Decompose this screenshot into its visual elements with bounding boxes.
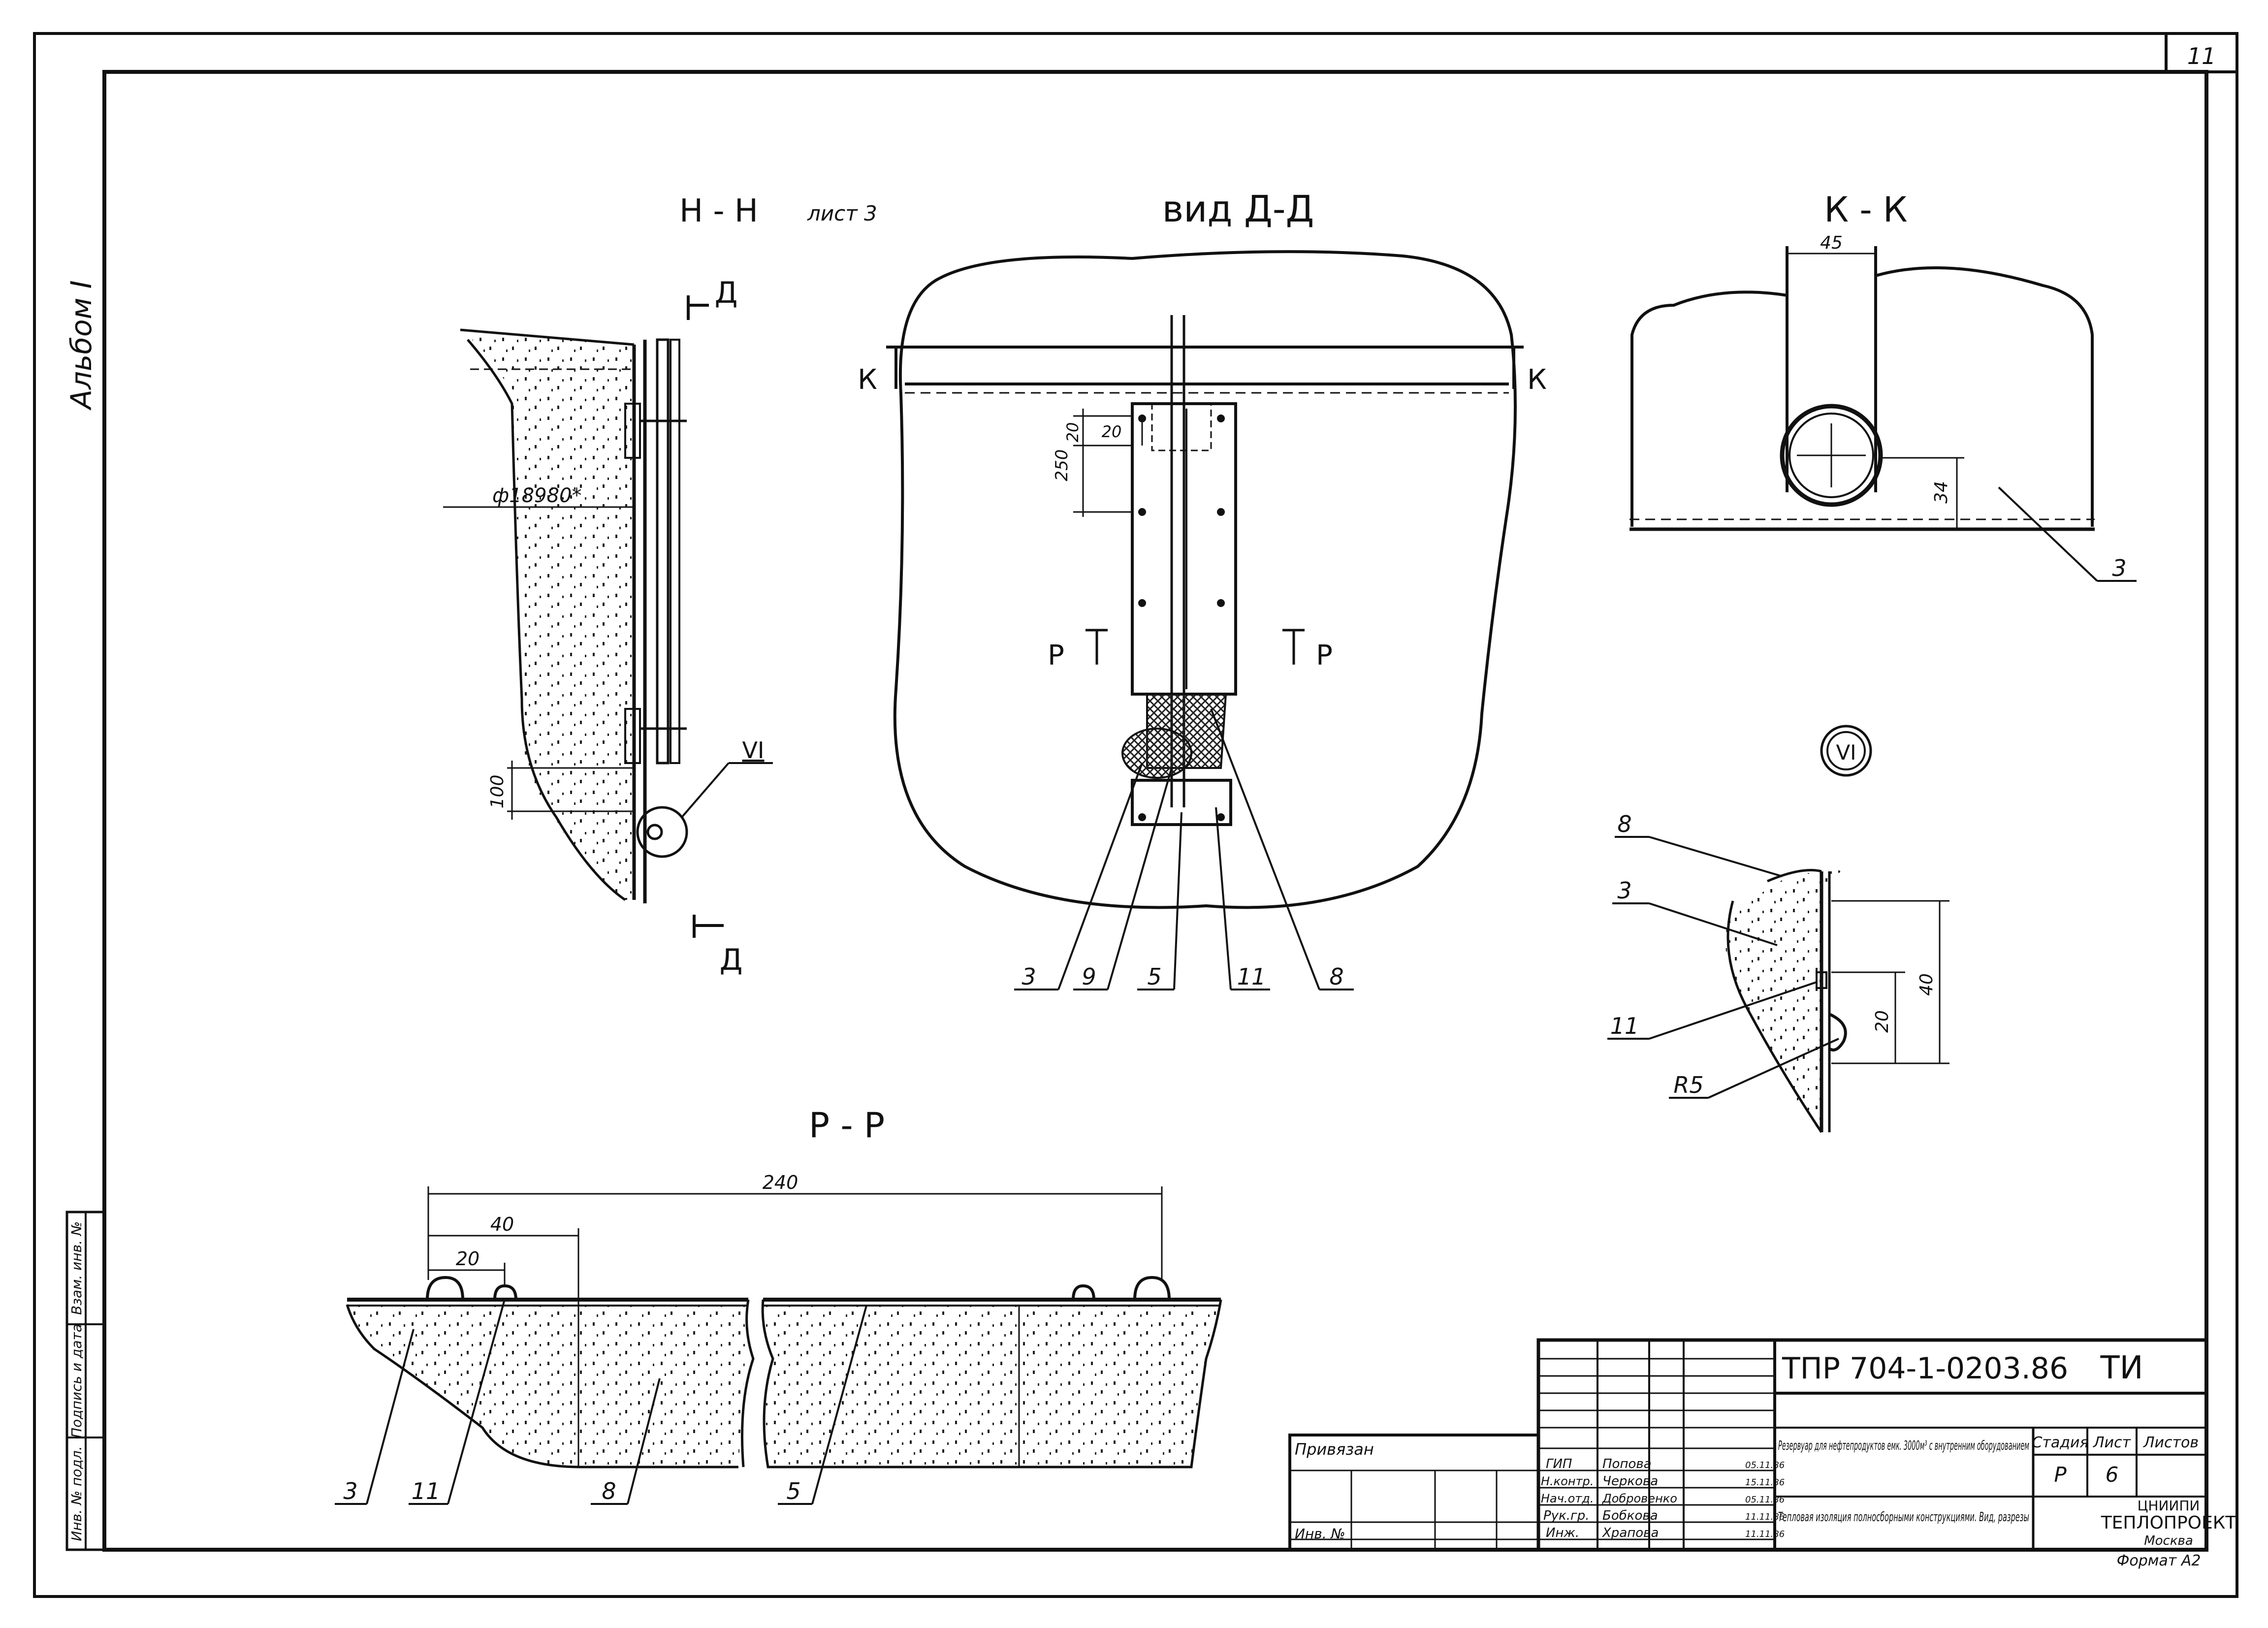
stamp-vzam: Взам. инв. № — [68, 1221, 85, 1315]
dd-sec-right: Р — [1316, 639, 1333, 671]
sheet-label: Лист — [2093, 1434, 2132, 1451]
signers-list: ГИП Попова 05.11.86 Н.контр. Черкова 15.… — [1541, 1457, 1785, 1540]
inv-label: Инв. № — [1295, 1526, 1345, 1542]
signer-role: Рук.гр. — [1543, 1508, 1589, 1523]
nn-cut-top: Д — [715, 276, 738, 310]
sheet-name: Тепловая изоляция полносборными конструк… — [1778, 1510, 2029, 1525]
pp-leader-11: 11 — [412, 1478, 441, 1504]
city: Москва — [2144, 1533, 2193, 1548]
format: Формат А2 — [2117, 1552, 2201, 1569]
pp-leader-8: 8 — [602, 1478, 616, 1504]
sheets-label: Листов — [2143, 1434, 2199, 1451]
vi-leader-3: 3 — [1617, 877, 1631, 904]
signer-name: Храпова — [1601, 1526, 1659, 1540]
signer-role: Нач.отд. — [1541, 1492, 1594, 1505]
pp-leader-5: 5 — [786, 1478, 800, 1504]
nn-cut-bottom: Д — [720, 943, 743, 977]
kk-leader-3: 3 — [2112, 555, 2126, 581]
signer-role: Н.контр. — [1541, 1474, 1594, 1488]
section-pp: Р - Р 240 40 20 3 11 — [335, 1105, 1222, 1505]
signer-date: 15.11.86 — [1745, 1477, 1785, 1488]
org2: ТЕПЛОПРОЕКТ — [2101, 1513, 2237, 1533]
margin-stamp: Инв. № подл. Подпись и дата Взам. инв. № — [65, 1211, 106, 1551]
signer-date: 11.11.86 — [1745, 1512, 1785, 1522]
view-pp-title: Р - Р — [809, 1105, 885, 1146]
stamp-podpis: Подпись и дата — [68, 1324, 85, 1438]
nn-callout: VI — [742, 737, 764, 764]
stage-label: Стадия — [2032, 1434, 2088, 1451]
signer-role: ГИП — [1546, 1457, 1572, 1471]
stage-value: Р — [2054, 1463, 2067, 1487]
title-block: ТПР 704-1-0203.86 ТИ Стадия Лист Листов … — [1288, 1338, 2237, 1569]
dd-dim-20b: 20 — [1102, 422, 1122, 441]
signer-name: Черкова — [1602, 1474, 1658, 1489]
dd-leader-9: 9 — [1082, 963, 1096, 990]
kk-dim-34: 34 — [1931, 481, 1951, 504]
view-nn-ref: лист 3 — [807, 201, 877, 225]
privyazan-label: Привязан — [1295, 1440, 1374, 1459]
outer-frame — [33, 32, 2238, 1598]
inner-frame — [102, 70, 2208, 1552]
signer-name: Бобкова — [1602, 1508, 1658, 1523]
signer-role: Инж. — [1546, 1526, 1579, 1540]
pp-dim-20: 20 — [456, 1248, 479, 1270]
signer-name: Попова — [1602, 1457, 1652, 1471]
doc-type: ТИ — [2100, 1350, 2143, 1386]
nn-dim-100: 100 — [487, 775, 508, 809]
album-label: Альбом I — [64, 280, 98, 411]
nn-diameter: ф18980* — [492, 484, 581, 507]
vi-leader-11: 11 — [1610, 1013, 1639, 1039]
sheet-value: 6 — [2106, 1463, 2119, 1487]
sheet-number: 11 — [2187, 43, 2216, 69]
vi-dim-40: 40 — [1917, 973, 1937, 996]
pp-dim-240: 240 — [763, 1172, 799, 1193]
signer-date: 05.11.86 — [1745, 1460, 1785, 1470]
object-name: Резервуар для нефтепродуктов емк. 3000м³… — [1778, 1438, 2029, 1453]
org1: ЦНИИПИ — [2138, 1498, 2200, 1514]
dd-leader-5: 5 — [1147, 963, 1161, 990]
signer-name: Добровенко — [1602, 1492, 1677, 1505]
pp-dim-40: 40 — [490, 1213, 514, 1235]
kk-dim-45: 45 — [1820, 233, 1843, 253]
view-nn: Н - Н лист 3 Д Д ф18980* 100 VI — [443, 193, 877, 977]
dd-cut-left: К — [858, 364, 877, 396]
view-vi: VI 40 20 8 3 11 R5 — [1607, 725, 1949, 1133]
view-kk: К - К 45 34 3 — [1629, 190, 2137, 582]
dd-cut-right: К — [1527, 364, 1547, 396]
view-dd: вид Д-Д К К 20 20 250 — [858, 188, 1547, 990]
vi-leader-8: 8 — [1617, 811, 1631, 837]
signer-date: 05.11.86 — [1745, 1495, 1785, 1505]
dd-dim-250: 250 — [1052, 449, 1072, 481]
pp-leader-3: 3 — [343, 1478, 357, 1504]
dd-leader-3: 3 — [1022, 963, 1036, 990]
doc-code: ТПР 704-1-0203.86 — [1782, 1351, 2068, 1386]
vi-title: VI — [1836, 740, 1856, 765]
dd-sec-left: Р — [1048, 639, 1064, 671]
dd-leader-8: 8 — [1329, 963, 1343, 990]
signer-date: 11.11.86 — [1745, 1529, 1785, 1539]
dd-leader-11: 11 — [1237, 963, 1266, 990]
vi-dim-20: 20 — [1872, 1010, 1892, 1033]
view-kk-title: К - К — [1824, 190, 1907, 230]
dd-dim-20a: 20 — [1063, 422, 1082, 443]
view-dd-title: вид Д-Д — [1162, 188, 1314, 230]
vi-leader-r5: R5 — [1673, 1072, 1703, 1098]
view-nn-title: Н - Н — [679, 193, 758, 229]
stamp-inv-podl: Инв. № подл. — [68, 1446, 85, 1541]
sheet-number-box — [2165, 32, 2238, 73]
